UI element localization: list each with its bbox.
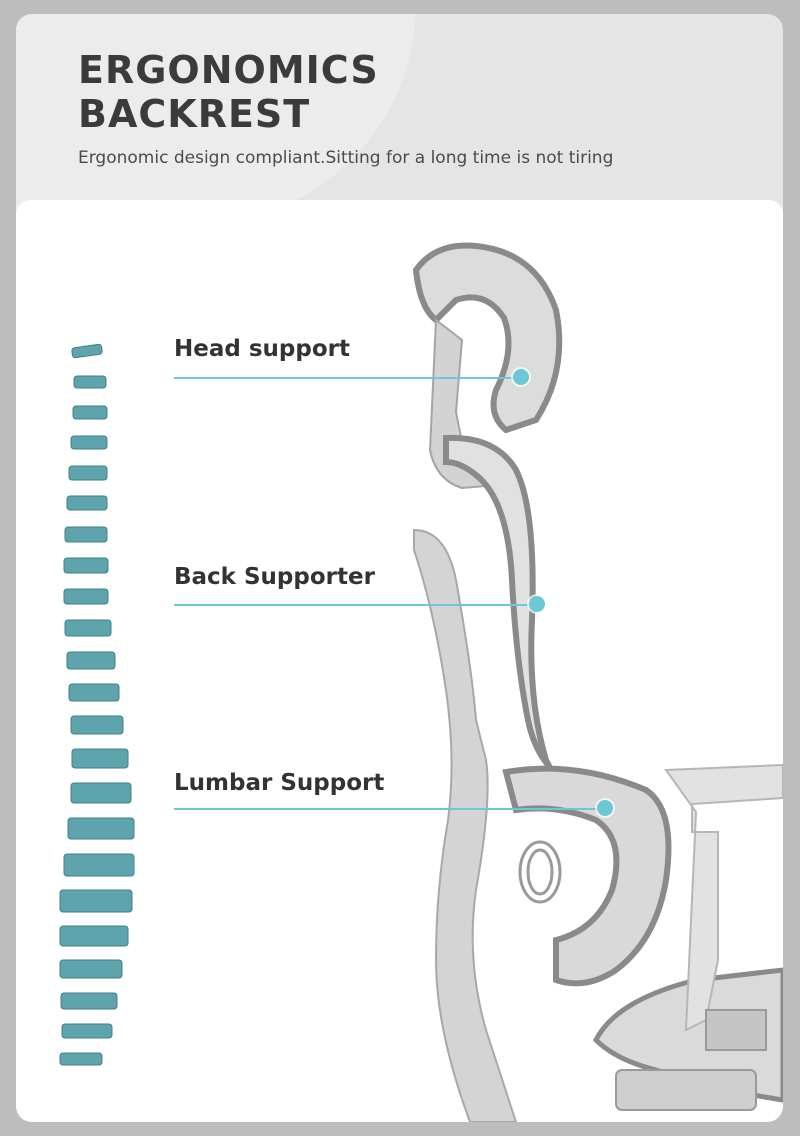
title-line-1: ERGONOMICS: [78, 48, 379, 92]
vertebra: [63, 588, 109, 605]
vertebra: [66, 651, 116, 670]
label-back-supporter: Back Supporter: [174, 564, 375, 590]
vertebra: [63, 853, 135, 877]
page-subtitle: Ergonomic design compliant.Sitting for a…: [78, 148, 614, 168]
chair-illustration: [412, 242, 783, 1122]
vertebra: [61, 1023, 113, 1039]
vertebra: [59, 959, 123, 979]
vertebra: [59, 1052, 103, 1066]
vertebra: [71, 343, 103, 359]
page-title: ERGONOMICS BACKREST: [78, 48, 379, 136]
vertebra: [59, 925, 129, 947]
product-card: ERGONOMICS BACKREST Ergonomic design com…: [16, 14, 783, 1122]
marker-dot-head: [513, 369, 529, 385]
leader-line-back: [174, 604, 538, 606]
vertebra: [59, 889, 133, 913]
vertebra: [70, 435, 108, 450]
vertebra: [70, 782, 132, 804]
leader-line-head: [174, 377, 522, 379]
feature-panel: Head support Back Supporter Lumbar Suppo…: [16, 200, 783, 1122]
vertebra: [68, 683, 120, 702]
vertebra: [73, 375, 107, 389]
leader-line-lumbar: [174, 808, 606, 810]
vertebra: [71, 748, 129, 769]
lumbar-pad: [502, 765, 672, 987]
vertebra: [72, 405, 108, 420]
vertebra: [70, 715, 124, 735]
vertebra: [64, 619, 112, 637]
vertebra: [67, 817, 135, 840]
label-lumbar-support: Lumbar Support: [174, 770, 385, 796]
vertebra: [63, 557, 109, 574]
marker-dot-back: [529, 596, 545, 612]
vertebra: [66, 495, 108, 511]
spine-illustration: [59, 343, 135, 1066]
marker-dot-lumbar: [597, 800, 613, 816]
vertebra: [64, 526, 108, 543]
label-head-support: Head support: [174, 336, 350, 362]
vertebra: [60, 992, 118, 1010]
armrest: [664, 763, 783, 1032]
seat-mechanism: [705, 1009, 767, 1051]
title-line-2: BACKREST: [78, 92, 311, 136]
backrest-frame: [413, 528, 518, 1122]
lumbar-adjust-knob: [518, 840, 562, 904]
vertebra: [68, 465, 108, 481]
seat-mechanism-base: [615, 1069, 757, 1111]
